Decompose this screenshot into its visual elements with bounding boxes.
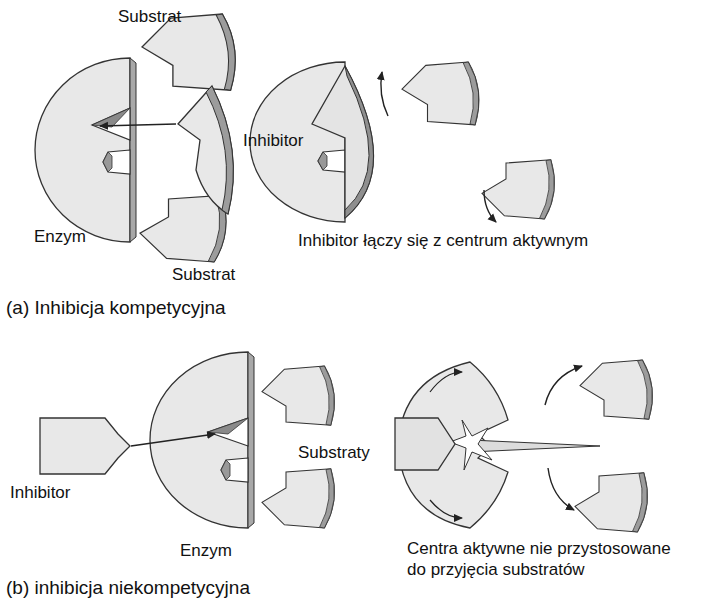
substrate-shape: [580, 360, 652, 419]
release-arrow: [548, 468, 574, 510]
substrate-shape: [575, 473, 647, 532]
binding-arrow: [131, 434, 215, 446]
release-arrow: [381, 72, 388, 116]
substrate-shape: [402, 62, 479, 125]
enzyme-shape: [150, 352, 254, 528]
deformed-enzyme: [395, 362, 600, 528]
note-text: Inhibitor łączy się z centrum aktywnym: [298, 230, 588, 251]
inhibitor-shape: [40, 418, 130, 474]
part-label: Inhibitor: [10, 482, 70, 503]
release-arrow: [484, 190, 496, 222]
part-label: Enzym: [180, 540, 232, 561]
substrate-shape: [140, 195, 226, 262]
enzyme-shape: [35, 58, 136, 242]
part-label: Substrat: [172, 264, 235, 285]
part-label: Substrat: [118, 6, 181, 27]
inhibitor-shape: [178, 86, 233, 214]
part-label: Substraty: [298, 442, 370, 463]
binding-arrow: [100, 124, 176, 126]
substrate-shape: [262, 366, 334, 425]
panel-caption: (b) inhibicja niekompetycyjna: [6, 576, 250, 600]
part-label: Enzym: [34, 226, 86, 247]
substrate-shape: [262, 469, 334, 528]
release-arrow: [545, 366, 582, 405]
substrate-shape: [482, 160, 554, 219]
panel-caption: (a) Inhibicja kompetycyjna: [6, 296, 226, 320]
part-label: Inhibitor: [243, 130, 303, 151]
note-text: Centra aktywne nie przystosowane do przy…: [407, 538, 685, 581]
